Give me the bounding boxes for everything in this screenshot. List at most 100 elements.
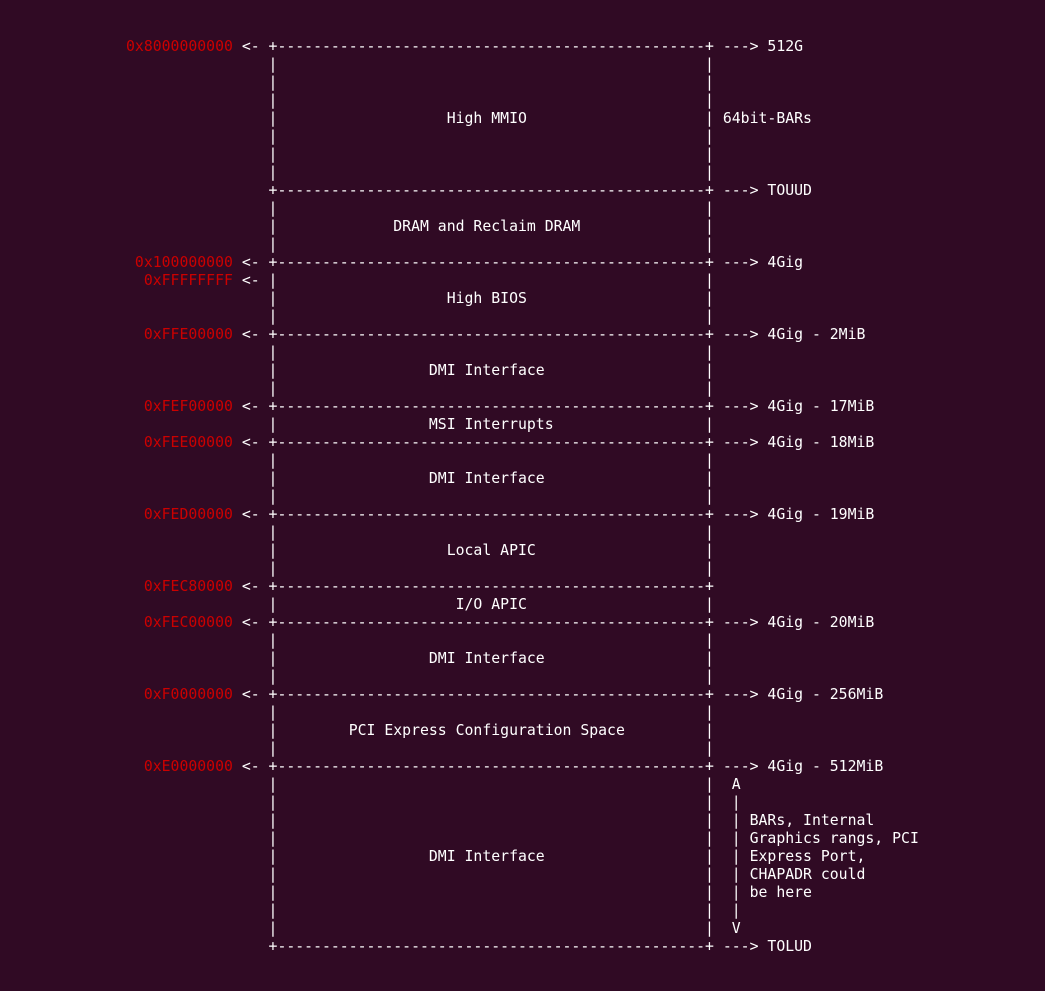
diagram-line-text: | | | CHAPADR could [126, 866, 866, 883]
diagram-line-text: <- +------------------------------------… [232, 398, 875, 415]
diagram-line: | High BIOS | [126, 290, 919, 308]
diagram-line: | DMI Interface | [126, 650, 919, 668]
diagram-line: | High MMIO | 64bit-BARs [126, 110, 919, 128]
diagram-line: | DMI Interface | | Express Port, [126, 848, 919, 866]
diagram-line-text: | DRAM and Reclaim DRAM | [126, 218, 714, 235]
diagram-line: | | | CHAPADR could [126, 866, 919, 884]
diagram-line: | PCI Express Configuration Space | [126, 722, 919, 740]
diagram-line-text: | | [126, 668, 714, 685]
diagram-line-text: | | V [126, 920, 741, 937]
diagram-line-text: | | [126, 488, 714, 505]
diagram-line-text: <- +------------------------------------… [232, 38, 804, 55]
address-label: 0xFEF00000 [126, 398, 233, 415]
diagram-line-text: | | A [126, 776, 741, 793]
diagram-line: | | [126, 56, 919, 74]
diagram-line-text: <- +------------------------------------… [232, 506, 875, 523]
diagram-line-text: | | | be here [126, 884, 812, 901]
diagram-line-text: | | [126, 632, 714, 649]
diagram-line-text: | | | Graphics rangs, PCI [126, 830, 919, 847]
diagram-line-text: <- +------------------------------------… [232, 326, 866, 343]
diagram-line-text: | | | BARs, Internal [126, 812, 875, 829]
diagram-line: +---------------------------------------… [126, 938, 919, 956]
diagram-line: | | [126, 308, 919, 326]
diagram-line-text: | | [126, 164, 714, 181]
address-label: 0xFEC80000 [126, 578, 233, 595]
address-label: 0xE0000000 [126, 758, 233, 775]
diagram-line-text: +---------------------------------------… [126, 182, 812, 199]
address-label: 0x100000000 [126, 254, 233, 271]
diagram-line: | Local APIC | [126, 542, 919, 560]
diagram-line-text: | DMI Interface | [126, 650, 714, 667]
diagram-line: | DRAM and Reclaim DRAM | [126, 218, 919, 236]
diagram-line: | | [126, 524, 919, 542]
diagram-line: | | [126, 488, 919, 506]
diagram-line-text: | | [126, 146, 714, 163]
diagram-line: | | [126, 380, 919, 398]
diagram-line-text: | PCI Express Configuration Space | [126, 722, 714, 739]
diagram-line-text: | | [126, 236, 714, 253]
diagram-line-text: <- +------------------------------------… [232, 254, 804, 271]
diagram-line-text: | | | [126, 794, 741, 811]
diagram-line: | | | [126, 902, 919, 920]
diagram-line: | | [126, 344, 919, 362]
diagram-line-text: | | [126, 380, 714, 397]
diagram-line: | DMI Interface | [126, 470, 919, 488]
diagram-line: 0xE0000000 <- +-------------------------… [126, 758, 919, 776]
diagram-line-text: | | [126, 452, 714, 469]
diagram-line: | | [126, 164, 919, 182]
diagram-line-text: <- +------------------------------------… [232, 758, 884, 775]
diagram-line: | | [126, 200, 919, 218]
memory-map-diagram: 0x8000000000 <- +-----------------------… [126, 38, 919, 956]
diagram-line: 0xFFE00000 <- +-------------------------… [126, 326, 919, 344]
diagram-line: | DMI Interface | [126, 362, 919, 380]
diagram-line-text: | | [126, 128, 714, 145]
address-label: 0xFFFFFFFF [126, 272, 233, 289]
diagram-line: 0xF0000000 <- +-------------------------… [126, 686, 919, 704]
diagram-line: | | [126, 236, 919, 254]
diagram-line-text: | I/O APIC | [126, 596, 714, 613]
diagram-line-text: | MSI Interrupts | [126, 416, 714, 433]
diagram-line: | | | BARs, Internal [126, 812, 919, 830]
diagram-line: +---------------------------------------… [126, 182, 919, 200]
diagram-line: | MSI Interrupts | [126, 416, 919, 434]
diagram-line: | | [126, 632, 919, 650]
diagram-line-text: <- +------------------------------------… [232, 614, 875, 631]
diagram-line: | | [126, 146, 919, 164]
diagram-line-text: | | [126, 344, 714, 361]
diagram-line: | | [126, 740, 919, 758]
diagram-line: | | [126, 668, 919, 686]
address-label: 0xF0000000 [126, 686, 233, 703]
diagram-line-text: | High MMIO | 64bit-BARs [126, 110, 812, 127]
diagram-line-text: | | [126, 92, 714, 109]
diagram-line: 0xFEC80000 <- +-------------------------… [126, 578, 919, 596]
diagram-line: 0xFEE00000 <- +-------------------------… [126, 434, 919, 452]
diagram-line-text: | | [126, 74, 714, 91]
diagram-line: | | [126, 92, 919, 110]
diagram-line: | | V [126, 920, 919, 938]
diagram-line-text: | High BIOS | [126, 290, 714, 307]
diagram-line-text: | | [126, 704, 714, 721]
diagram-line-text: <- +------------------------------------… [232, 578, 714, 595]
address-label: 0xFEC00000 [126, 614, 233, 631]
address-label: 0xFED00000 [126, 506, 233, 523]
diagram-line: | | [126, 74, 919, 92]
diagram-line-text: | | | [126, 902, 741, 919]
diagram-line-text: | DMI Interface | | Express Port, [126, 848, 866, 865]
diagram-line-text: | | [126, 56, 714, 73]
diagram-line: | | | [126, 794, 919, 812]
diagram-line: 0xFEF00000 <- +-------------------------… [126, 398, 919, 416]
diagram-line: 0x100000000 <- +------------------------… [126, 254, 919, 272]
diagram-line-text: +---------------------------------------… [126, 938, 812, 955]
diagram-line-text: <- +------------------------------------… [232, 686, 884, 703]
diagram-line: | | A [126, 776, 919, 794]
diagram-line: | | [126, 704, 919, 722]
diagram-line-text: | | [126, 560, 714, 577]
diagram-line-text: | DMI Interface | [126, 362, 714, 379]
diagram-line: | | | Graphics rangs, PCI [126, 830, 919, 848]
address-label: 0x8000000000 [126, 38, 233, 55]
diagram-line-text: <- | | [232, 272, 714, 289]
address-label: 0xFFE00000 [126, 326, 233, 343]
diagram-line-text: <- +------------------------------------… [232, 434, 875, 451]
diagram-line-text: | Local APIC | [126, 542, 714, 559]
diagram-line: | | [126, 560, 919, 578]
